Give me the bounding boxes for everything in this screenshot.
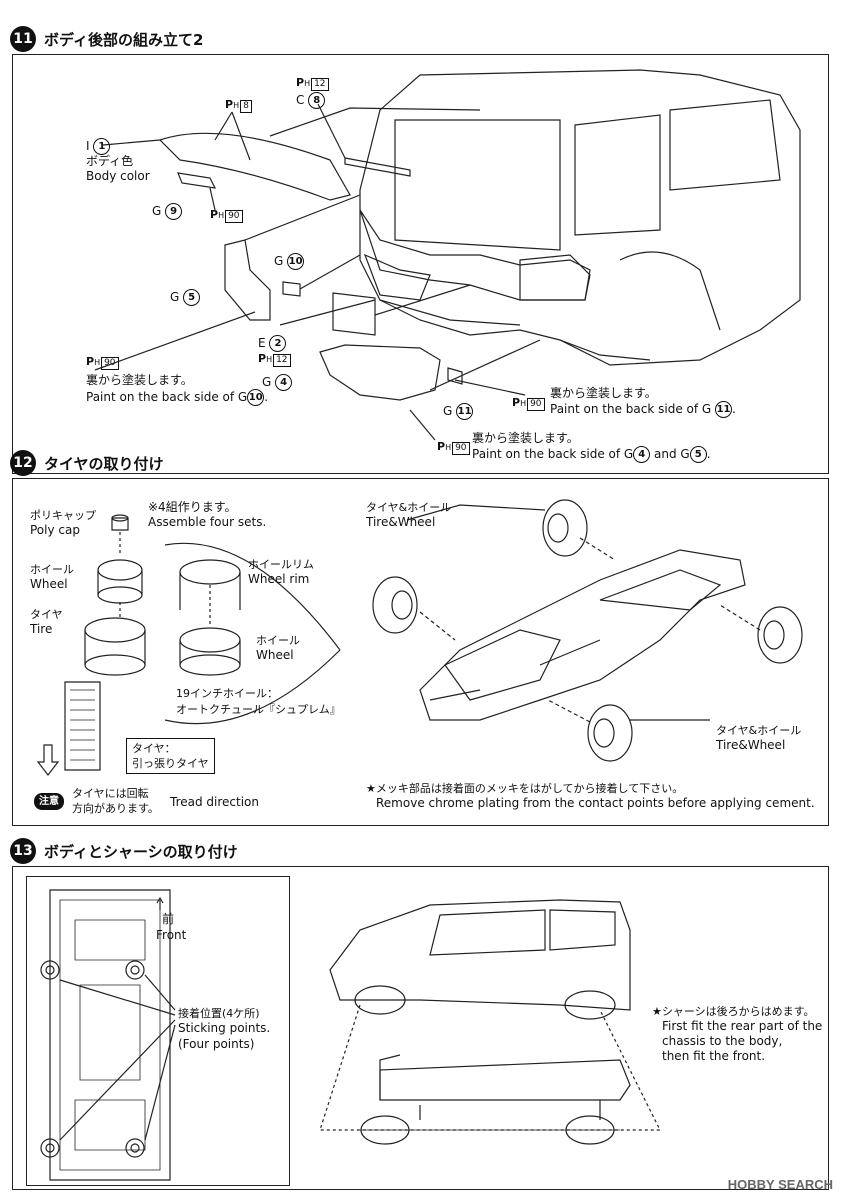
part-g9-label: G 9 bbox=[152, 203, 183, 220]
tire-type-1: タイヤ： bbox=[132, 742, 176, 755]
part-e2-label: E 2 bbox=[258, 335, 287, 352]
tw-top-en: Tire&Wheel bbox=[366, 515, 436, 529]
step-13-title: ボディとシャーシの取り付け bbox=[44, 842, 238, 861]
stick-en-1: Sticking points. bbox=[178, 1021, 271, 1035]
fit-en-2: chassis to the body, bbox=[662, 1034, 783, 1048]
step-12-title: タイヤの取り付け bbox=[44, 454, 164, 473]
polycap-en: Poly cap bbox=[30, 523, 80, 537]
front-en: Front bbox=[156, 928, 187, 942]
back-paint-g11-en: Paint on the back side of G 11. bbox=[550, 401, 736, 418]
step-13-inner-panel bbox=[26, 876, 290, 1186]
body-color-en: Body color bbox=[86, 169, 150, 183]
back-paint-g11-jp: 裏から塗装します。 bbox=[550, 386, 657, 400]
fit-en-3: then fit the front. bbox=[662, 1049, 766, 1063]
wheel-jp: ホイール bbox=[30, 563, 74, 576]
tw-bot-jp: タイヤ&ホイール bbox=[716, 724, 802, 737]
step-13-number: 13 bbox=[10, 838, 36, 864]
step-11-title: ボディ後部の組み立て2 bbox=[44, 30, 204, 49]
rim-en: Wheel rim bbox=[248, 572, 310, 586]
tread-jp-2: 方向があります。 bbox=[72, 802, 159, 815]
step-11-panel bbox=[12, 54, 829, 474]
fit-jp: ★シャーシは後ろからはめます。 bbox=[652, 1005, 815, 1018]
fit-en-1: First fit the rear part of the bbox=[662, 1019, 823, 1033]
tire-en: Tire bbox=[30, 622, 53, 636]
wheel2-en: Wheel bbox=[256, 648, 294, 662]
part-g5-label: G 5 bbox=[170, 289, 201, 306]
front-jp: 前 bbox=[162, 912, 175, 926]
stick-en-2: (Four points) bbox=[178, 1037, 255, 1051]
part-c8-label: C 8 bbox=[296, 92, 326, 109]
chrome-en: Remove chrome plating from the contact p… bbox=[376, 796, 815, 810]
tread-jp-1: タイヤには回転 bbox=[72, 787, 149, 800]
assemble-en: Assemble four sets. bbox=[148, 515, 267, 529]
step-13-panel bbox=[12, 866, 829, 1190]
step-11-number: 11 bbox=[10, 26, 36, 52]
wheel-name-1: 19インチホイール： bbox=[176, 687, 278, 700]
step-13-header: 13 ボディとシャーシの取り付け bbox=[10, 838, 238, 864]
rim-jp: ホイールリム bbox=[248, 558, 314, 571]
tw-bot-en: Tire&Wheel bbox=[716, 738, 786, 752]
hobby-search-logo: HOBBY SEARCH bbox=[727, 1177, 833, 1192]
tire-type-box: タイヤ： 引っ張りタイヤ bbox=[126, 738, 215, 774]
wheel2-jp: ホイール bbox=[256, 634, 300, 647]
part-g10-label: G 10 bbox=[274, 253, 305, 270]
assemble-jp: ※4組作ります。 bbox=[148, 500, 237, 514]
part-g4-label: G 4 bbox=[262, 374, 293, 391]
tw-top-jp: タイヤ&ホイール bbox=[366, 501, 452, 514]
body-color-jp: ボディ色 bbox=[86, 154, 134, 168]
step-12-header: 12 タイヤの取り付け bbox=[10, 450, 164, 476]
part-i1-label: I 1 bbox=[86, 138, 111, 155]
wheel-name-2: オートクチュール『シュプレム』 bbox=[176, 703, 341, 716]
step-12-number: 12 bbox=[10, 450, 36, 476]
back-paint-g45-jp: 裏から塗装します。 bbox=[472, 431, 579, 445]
tire-jp: タイヤ bbox=[30, 608, 63, 621]
wheel-en: Wheel bbox=[30, 577, 68, 591]
polycap-jp: ポリキャップ bbox=[30, 509, 96, 522]
step-11-header: 11 ボディ後部の組み立て2 bbox=[10, 26, 203, 52]
tread-en: Tread direction bbox=[170, 795, 259, 809]
chui-badge: 注意 bbox=[34, 793, 64, 810]
stick-jp: 接着位置(4ケ所) bbox=[178, 1007, 260, 1020]
back-paint-g10-jp: 裏から塗装します。 bbox=[86, 373, 193, 387]
chrome-jp: ★メッキ部品は接着面のメッキをはがしてから接着して下さい。 bbox=[366, 782, 684, 795]
step-12-panel bbox=[12, 478, 829, 826]
part-g11-label: G 11 bbox=[443, 403, 474, 420]
tire-type-2: 引っ張りタイヤ bbox=[132, 757, 209, 770]
